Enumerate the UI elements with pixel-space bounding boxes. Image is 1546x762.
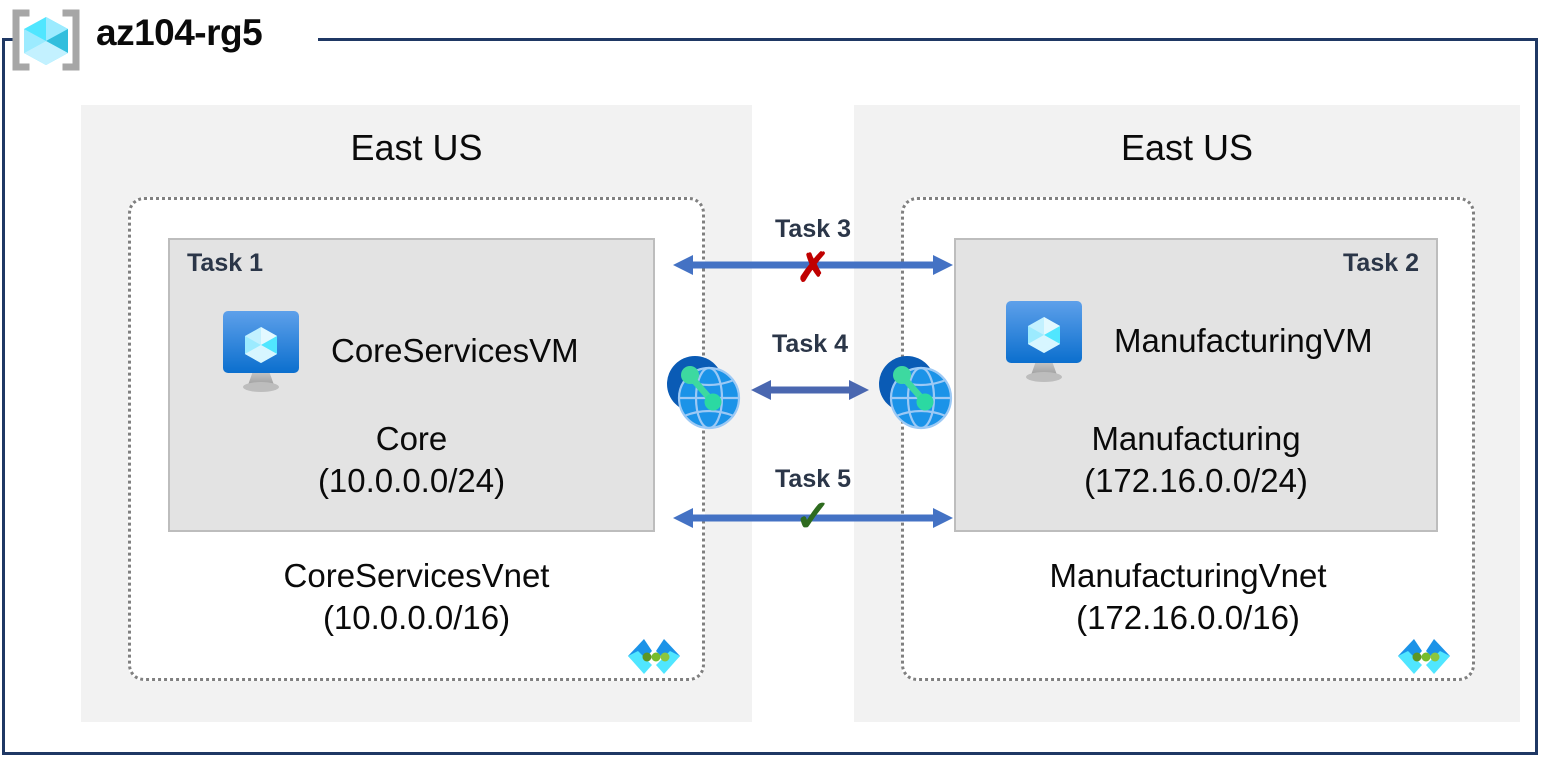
vnet-name-manufacturing: ManufacturingVnet (172.16.0.0/16) (904, 555, 1472, 639)
connection-label-task3: Task 3 (775, 215, 851, 243)
vnet-label-core: CoreServicesVnet (283, 557, 550, 594)
vm-core-services[interactable]: CoreServicesVM (215, 305, 579, 397)
connection-label-task4: Task 4 (772, 330, 848, 358)
connection-task4: Task 4 (665, 330, 955, 430)
cross-mark-task3: ✗ (796, 246, 830, 290)
azure-resource-group-icon (10, 9, 82, 71)
vnet-core-services[interactable]: Task 1 (128, 197, 705, 681)
connection-task3: Task 3 ✗ (673, 215, 953, 290)
virtual-machine-icon (998, 295, 1090, 387)
virtual-network-icon (1392, 634, 1456, 680)
vnet-cidr-manufacturing: (172.16.0.0/16) (1076, 599, 1300, 637)
vm-manufacturing[interactable]: ManufacturingVM (998, 295, 1373, 387)
connection-task5: Task 5 ✓ (673, 465, 953, 545)
double-arrow-task3 (673, 255, 953, 275)
subnet-core[interactable]: Task 1 (168, 238, 655, 532)
check-mark-task5: ✓ (794, 492, 832, 541)
virtual-machine-icon (215, 305, 307, 397)
vnet-manufacturing[interactable]: Task 2 (901, 197, 1475, 681)
vnet-peering-icon-right (877, 354, 955, 430)
subnet-cidr-manufacturing: (172.16.0.0/24) (1084, 462, 1308, 500)
vnet-peering-icon-left (665, 354, 743, 430)
vnet-cidr-core: (10.0.0.0/16) (322, 599, 511, 637)
subnet-name-core: Core (10.0.0.0/24) (170, 418, 653, 502)
double-arrow-task4 (751, 380, 869, 400)
subnet-name-manufacturing: Manufacturing (172.16.0.0/24) (956, 418, 1436, 502)
subnet-label-manufacturing: Manufacturing (1091, 420, 1301, 457)
subnet-cidr-core: (10.0.0.0/24) (317, 462, 506, 500)
virtual-network-icon (622, 634, 686, 680)
vm-name-manufacturing: ManufacturingVM (1114, 322, 1373, 359)
region-label-left: East US (350, 127, 483, 168)
vm-name-core-services: CoreServicesVM (331, 332, 579, 369)
connection-label-task5: Task 5 (775, 465, 851, 493)
subnet-label-core: Core (375, 420, 448, 457)
task-tag-1: Task 1 (187, 249, 263, 277)
region-label-right: East US (1120, 127, 1254, 168)
double-arrow-task5 (673, 508, 953, 528)
vnet-label-manufacturing: ManufacturingVnet (1049, 557, 1327, 594)
vnet-name-core-services: CoreServicesVnet (10.0.0.0/16) (131, 555, 702, 639)
resource-group-name: az104-rg5 (96, 12, 263, 53)
task-tag-2: Task 2 (1343, 249, 1419, 277)
subnet-manufacturing[interactable]: Task 2 (954, 238, 1438, 532)
resource-group-frame (2, 38, 1538, 755)
